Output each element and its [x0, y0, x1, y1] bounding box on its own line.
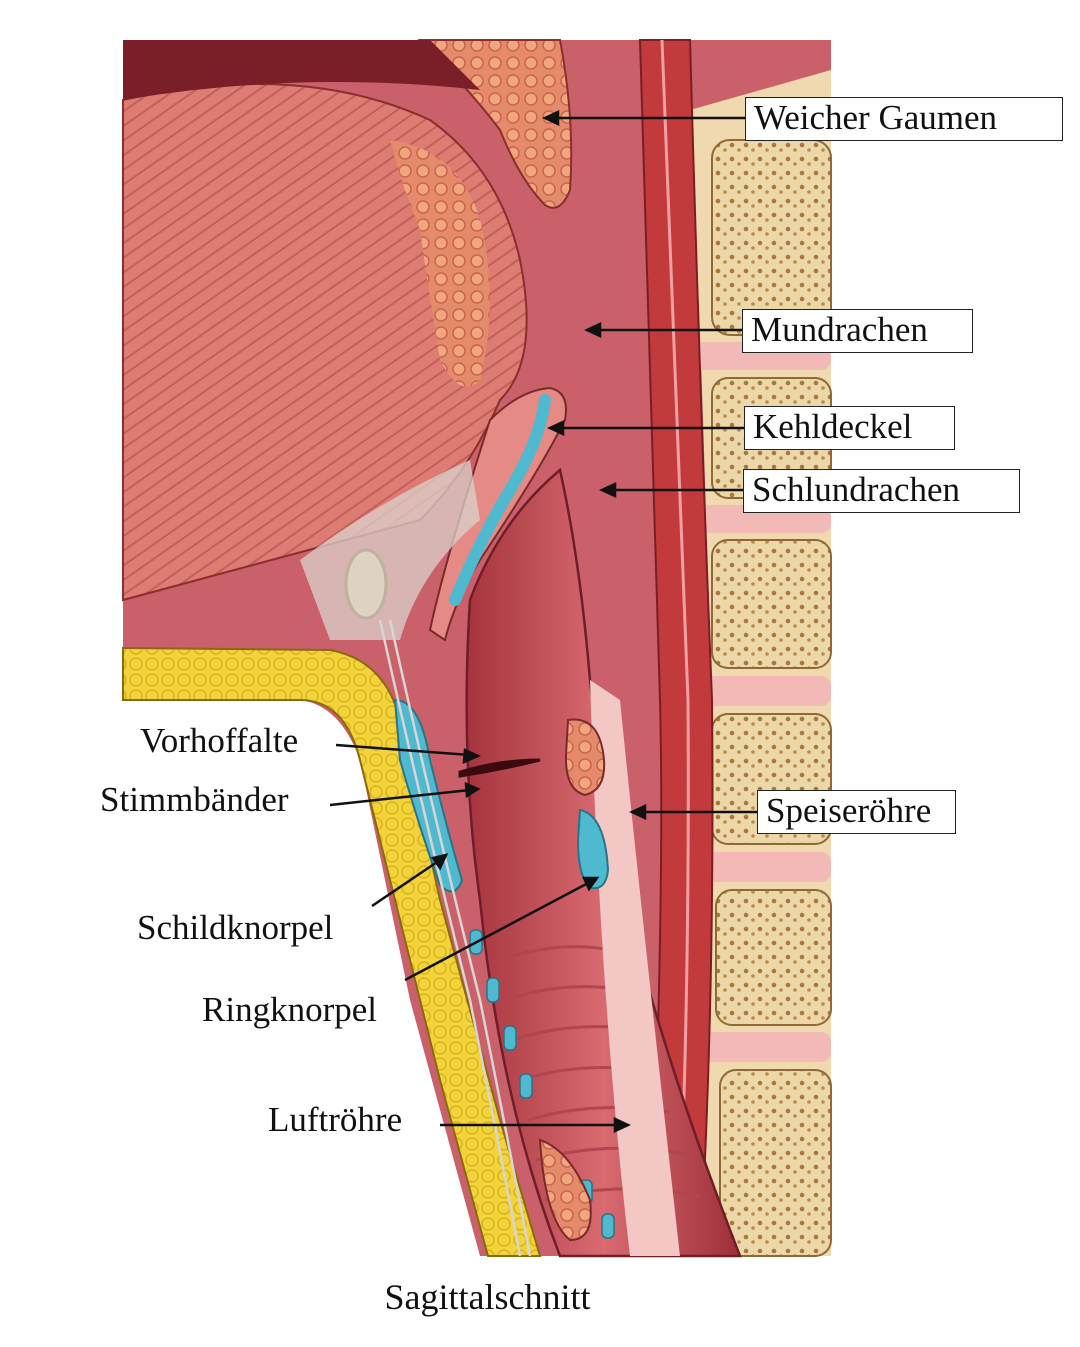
label-weicher-gaumen: Weicher Gaumen	[745, 97, 1063, 141]
oral-roof	[123, 40, 480, 100]
disc	[692, 676, 831, 706]
vertebra	[715, 889, 832, 1026]
label-vorhoffalte: Vorhoffalte	[140, 721, 299, 760]
disc	[700, 1032, 831, 1062]
label-stimmbaender: Stimmbänder	[100, 780, 289, 819]
infrahyoid-strands	[378, 619, 532, 1257]
ligament	[300, 460, 480, 640]
label-schildknorpel: Schildknorpel	[137, 908, 334, 947]
epiglottic-cartilage	[449, 394, 551, 606]
cricoid-cartilage	[576, 808, 610, 890]
thyroid-gland	[538, 1138, 592, 1242]
label-speiseroehre: Speiseröhre	[757, 790, 956, 834]
vertebra	[719, 1069, 832, 1257]
label-schlundrachen: Schlundrachen	[743, 469, 1020, 513]
vertebra	[711, 139, 832, 336]
vertebral-column	[690, 70, 832, 1257]
pointer-lines	[329, 110, 757, 1133]
lingual-glands	[390, 140, 490, 387]
label-mundrachen: Mundrachen	[742, 309, 973, 353]
disc	[694, 852, 831, 882]
esophagus	[590, 680, 680, 1256]
vertebra	[711, 539, 832, 669]
figure-caption: Sagittalschnitt	[384, 1277, 591, 1317]
label-ringknorpel: Ringknorpel	[202, 990, 377, 1029]
label-kehldeckel: Kehldeckel	[744, 406, 955, 450]
label-luftroehre: Luftröhre	[268, 1100, 403, 1139]
vestibular-fold	[458, 758, 541, 778]
fat-layer	[122, 646, 542, 1257]
arytenoid	[564, 718, 606, 797]
